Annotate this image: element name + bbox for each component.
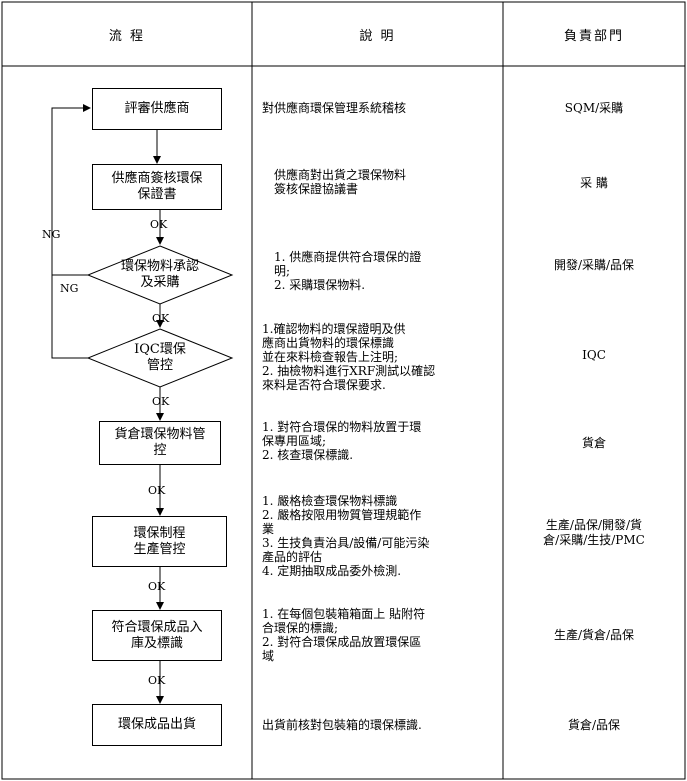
desc-product-storage: 1. 在每個包裝箱箱面上 貼附符 合環保的標識; 2. 對符合環保成品放置環保區… [262,607,426,663]
ok-label-2: OK [152,312,170,325]
header-flow: 流 程 [108,28,146,44]
header-department: 負責部門 [563,28,624,44]
desc-evaluate-supplier: 對供應商環保管理系統稽核 [262,101,407,115]
desc-production-control: 1. 嚴格檢查環保物料標識 2. 嚴格按限用物質管理規範作 業 3. 生技負責治… [262,494,430,578]
dept-evaluate-supplier: SQM/采購 [564,101,624,115]
desc-shipment: 出貨前核對包裝箱的環保標識. [262,718,422,732]
step-label-material-approval: 環保物料承認 及采購 [120,259,199,290]
step-label-iqc-control: IQC環保 管控 [134,342,186,373]
step-box-production-control: 環保制程 生產管控 [92,516,227,567]
dept-shipment: 貨倉/品保 [567,718,621,732]
dept-iqc-control: IQC [582,348,606,362]
ok-label-3: OK [152,395,170,408]
dept-production-control: 生產/品保/開發/貨 倉/采購/生技/PMC [543,518,645,547]
ok-label-4: OK [148,484,166,497]
dept-warehouse-control: 貨倉 [581,436,606,450]
ng-label-inner: NG [60,282,79,295]
step-box-supplier-guarantee: 供應商簽核環保 保證書 [92,164,222,210]
step-box-shipment: 環保成品出貨 [92,704,222,746]
ok-label-6: OK [148,674,166,687]
ok-label-1: OK [150,218,168,231]
desc-material-approval: 1. 供應商提供符合環保的證 明; 2. 采購環保物料. [274,250,422,292]
step-box-product-storage: 符合環保成品入 庫及標識 [92,610,222,661]
dept-material-approval: 開發/采購/品保 [553,258,635,272]
desc-iqc-control: 1.確認物料的環保證明及供 應商出貨物料的環保標識 並在來料檢查報告上注明; 2… [262,322,436,392]
dept-supplier-guarantee: 采 購 [580,176,608,190]
dept-product-storage: 生產/貨倉/品保 [553,628,635,642]
step-box-evaluate-supplier: 評審供應商 [92,88,222,130]
ok-label-5: OK [148,580,166,593]
ng-label-outer: NG [42,228,61,241]
desc-supplier-guarantee: 供應商對出貨之環保物料 簽核保證協議書 [274,168,407,196]
step-box-warehouse-control: 貨倉環保物料管 控 [99,421,221,465]
desc-warehouse-control: 1. 對符合環保的物料放置于環 保專用區域; 2. 核查環保標識. [262,420,422,462]
header-description: 說 明 [359,28,396,44]
